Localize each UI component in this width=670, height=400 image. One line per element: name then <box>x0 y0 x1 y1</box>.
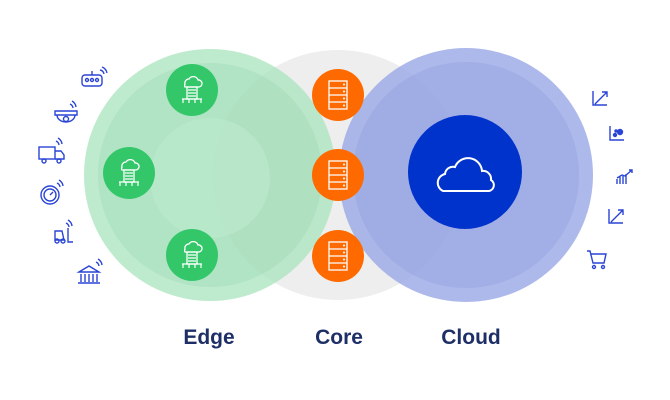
scatter-plot-icon <box>609 126 624 141</box>
bar-chart-trend-icon <box>616 169 633 184</box>
cloud-label: Cloud <box>441 326 501 349</box>
core-node <box>312 69 364 121</box>
edge-label: Edge <box>183 326 235 349</box>
cloud-node <box>408 115 522 229</box>
growth-arrow-icon <box>592 91 608 106</box>
growth-arrow-icon <box>608 209 624 224</box>
cloud-icon <box>436 157 495 192</box>
core-label: Core <box>315 326 363 349</box>
core-node <box>312 230 364 282</box>
forklift-icon <box>54 219 73 244</box>
robot-icon <box>81 66 108 87</box>
core-node <box>312 149 364 201</box>
edge-node <box>166 229 218 281</box>
security-camera-icon <box>54 100 78 123</box>
edge-node <box>103 147 155 199</box>
bank-icon <box>76 258 103 284</box>
shopping-cart-icon <box>587 250 607 270</box>
truck-icon <box>38 137 65 164</box>
edge-node <box>166 64 218 116</box>
gauge-icon <box>40 179 64 205</box>
